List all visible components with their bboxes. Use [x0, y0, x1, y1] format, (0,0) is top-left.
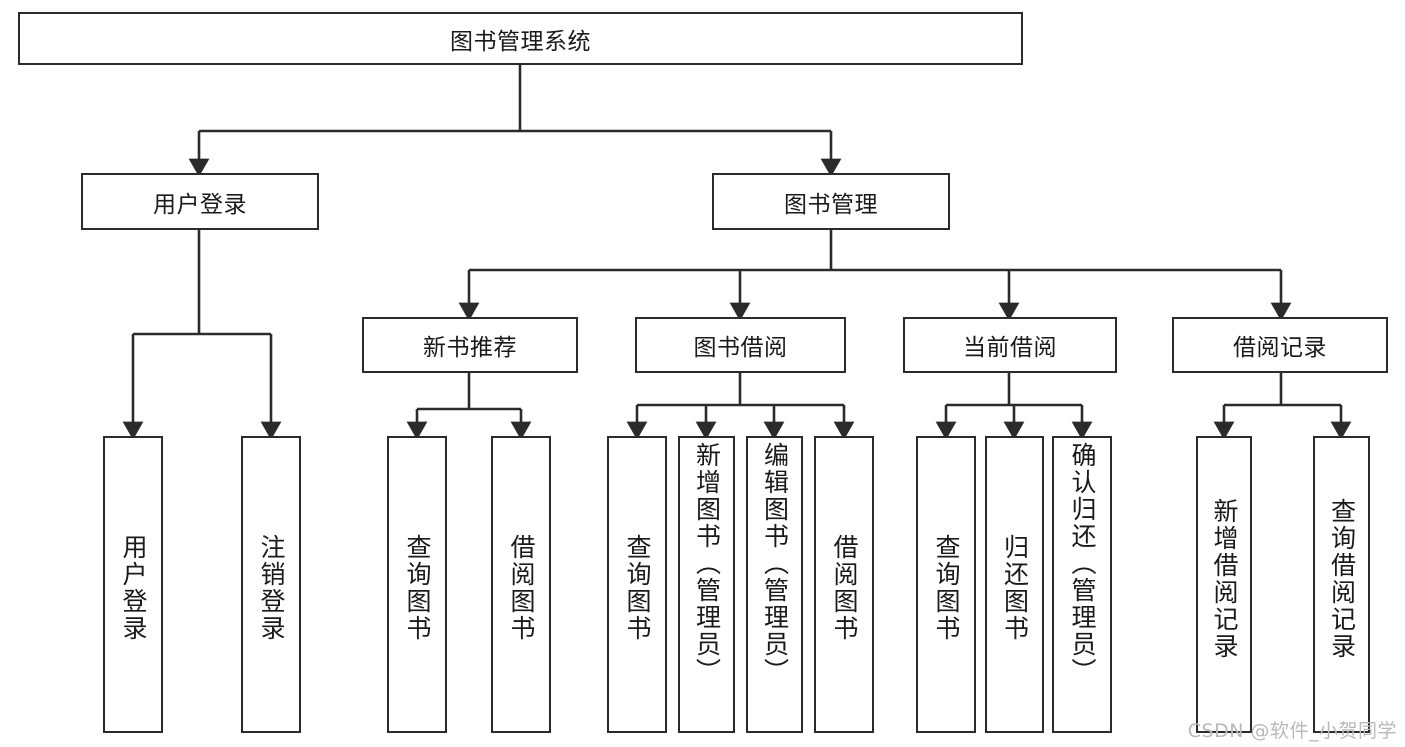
leaf-user-login-login[interactable]: 用户登录	[103, 436, 163, 733]
node-label: 用户登录	[153, 191, 247, 218]
node-label: 注销登录	[257, 534, 286, 642]
csdn-watermark: CSDN @软件_小贺同学	[1187, 720, 1397, 742]
node-label: 当前借阅	[963, 335, 1057, 361]
node-label: 查询借阅记录	[1327, 498, 1357, 660]
node-label: 确认归还（管理员）	[1068, 442, 1097, 685]
leaf-current-borrow-return[interactable]: 归还图书	[985, 436, 1044, 733]
leaf-book-borrow-query[interactable]: 查询图书	[607, 436, 667, 733]
node-label: 新增图书（管理员）	[692, 442, 722, 685]
leaf-book-borrow-add[interactable]: 新增图书（管理员）	[678, 436, 735, 733]
leaf-current-borrow-confirm-return[interactable]: 确认归还（管理员）	[1052, 436, 1112, 733]
node-label: 图书借阅	[693, 335, 788, 361]
node-label: 用户登录	[119, 534, 148, 642]
node-label: 借阅图书	[830, 534, 859, 642]
node-label: 查询图书	[932, 534, 961, 642]
node-label: 借阅图书	[507, 534, 536, 642]
node-label: 图书管理	[784, 191, 878, 218]
node-root-system[interactable]: 图书管理系统	[18, 12, 1023, 65]
node-label: 新书推荐	[423, 335, 517, 361]
node-current-borrow[interactable]: 当前借阅	[903, 317, 1117, 373]
node-label: 新增借阅记录	[1210, 498, 1239, 660]
node-user-login[interactable]: 用户登录	[81, 173, 319, 230]
node-borrow-record[interactable]: 借阅记录	[1172, 317, 1388, 373]
leaf-current-borrow-query[interactable]: 查询图书	[916, 436, 976, 733]
node-label: 编辑图书（管理员）	[760, 442, 790, 685]
node-label: 查询图书	[403, 534, 432, 642]
leaf-new-book-query[interactable]: 查询图书	[387, 436, 447, 733]
node-label: 图书管理系统	[450, 28, 591, 55]
node-book-borrow[interactable]: 图书借阅	[635, 317, 846, 373]
leaf-borrow-record-add[interactable]: 新增借阅记录	[1196, 436, 1252, 733]
node-label: 借阅记录	[1233, 335, 1327, 361]
node-new-book-recommend[interactable]: 新书推荐	[362, 317, 578, 373]
leaf-user-login-logout[interactable]: 注销登录	[241, 436, 301, 733]
leaf-new-book-borrow[interactable]: 借阅图书	[491, 436, 551, 733]
node-label: 查询图书	[623, 534, 652, 642]
node-book-management[interactable]: 图书管理	[712, 173, 950, 230]
leaf-book-borrow-borrow[interactable]: 借阅图书	[814, 436, 874, 733]
leaf-borrow-record-query[interactable]: 查询借阅记录	[1313, 436, 1370, 733]
leaf-book-borrow-edit[interactable]: 编辑图书（管理员）	[746, 436, 803, 733]
node-label: 归还图书	[1000, 534, 1030, 642]
